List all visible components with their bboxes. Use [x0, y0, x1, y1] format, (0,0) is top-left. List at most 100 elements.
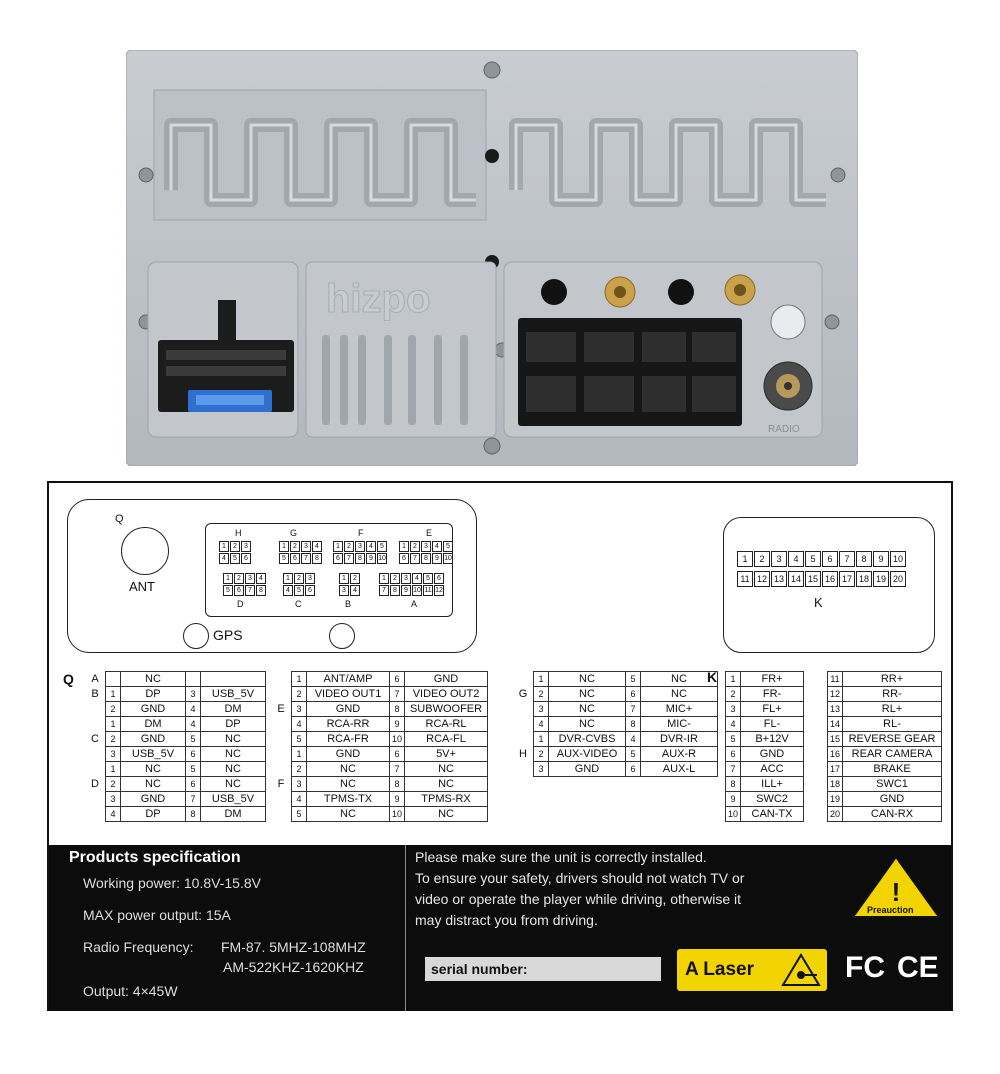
pin-function: MIC-	[640, 716, 718, 732]
pin-number: 18	[826, 776, 844, 792]
svg-text:!: !	[892, 877, 901, 907]
pin-number: 1	[724, 671, 742, 687]
group-letter	[85, 717, 106, 732]
pin-function: RL+	[842, 701, 943, 717]
gps-label: GPS	[213, 627, 243, 643]
fcc-mark: FC	[845, 951, 885, 984]
pin-function: 5V+	[404, 746, 489, 762]
multi-connector-block	[205, 523, 453, 617]
pin-number: 7	[185, 791, 201, 807]
pin-number: 5	[185, 731, 201, 747]
pin-function: GND	[120, 701, 186, 717]
group-letter	[513, 702, 534, 717]
pin-number: 2	[105, 776, 121, 792]
spec-working-power: Working power: 10.8V-15.8V	[83, 875, 261, 891]
pin-number: 6	[185, 746, 201, 762]
pin-function: DVR-CVBS	[548, 731, 626, 747]
back-panel-illustration: hizpo RADIO	[125, 49, 859, 467]
pin-number: 3	[291, 701, 307, 717]
group-label-b: B	[345, 599, 352, 609]
group-letter: C	[91, 733, 99, 745]
group-letter: E	[277, 703, 285, 715]
group-label-d: D	[237, 599, 244, 609]
pin-function: MIC+	[640, 701, 718, 717]
pin-function: NC	[306, 806, 390, 822]
pin-function: DM	[200, 701, 266, 717]
pin-function: VIDEO OUT1	[306, 686, 390, 702]
pin-number: 9	[388, 716, 406, 732]
pin-number: 5	[291, 731, 307, 747]
pin-function: REVERSE GEAR	[842, 731, 943, 747]
warning-line-1: Please make sure the unit is correctly i…	[415, 849, 707, 865]
serial-number-field: serial number:	[425, 957, 661, 981]
pin-function: RCA-RR	[306, 716, 390, 732]
group-letter	[513, 762, 534, 777]
pin-function: B+12V	[740, 731, 805, 747]
pin-function: GND	[740, 746, 805, 762]
pin-number: 2	[533, 746, 549, 762]
pin-number: 16	[826, 746, 844, 762]
serial-number-label: serial number:	[431, 961, 528, 977]
head-unit-back-panel: hizpo RADIO	[125, 49, 859, 467]
group-letter	[85, 762, 106, 777]
group-letter: F	[277, 778, 285, 790]
pin-number: 4	[291, 716, 307, 732]
group-letter	[513, 732, 534, 747]
pin-number: 1	[105, 761, 121, 777]
pin-number: 7	[388, 761, 406, 777]
group-label-a: A	[411, 599, 418, 609]
pin-number: 10	[388, 806, 406, 822]
spec-heading: Products specification	[69, 849, 241, 866]
group-letter: D	[91, 778, 99, 790]
pin-function: ACC	[740, 761, 805, 777]
group-letter	[85, 747, 106, 762]
aux-port-circle	[329, 623, 355, 649]
pin-function: RCA-FL	[404, 731, 489, 747]
pin-number: 2	[724, 686, 742, 702]
pin-function: RL-	[842, 716, 943, 732]
pin-number: 1	[291, 671, 307, 687]
pin-function: CAN-RX	[842, 806, 943, 822]
q-table-letter: Q	[63, 671, 74, 687]
pin-number: 2	[105, 701, 121, 717]
pin-function: GND	[404, 671, 489, 687]
pin-function: RCA-RL	[404, 716, 489, 732]
connector-diagram-k	[723, 517, 935, 653]
group-label-e: E	[426, 528, 433, 538]
pin-number: 10	[724, 806, 742, 822]
pin-number: 3	[533, 701, 549, 717]
pin-function: AUX-VIDEO	[548, 746, 626, 762]
pin-function: RR+	[842, 671, 943, 687]
specification-band: Products specification Working power: 10…	[49, 845, 951, 1011]
pin-function: NC	[200, 731, 266, 747]
pin-function: DM	[200, 806, 266, 822]
pin-function: DP	[120, 686, 186, 702]
pin-number: 15	[826, 731, 844, 747]
